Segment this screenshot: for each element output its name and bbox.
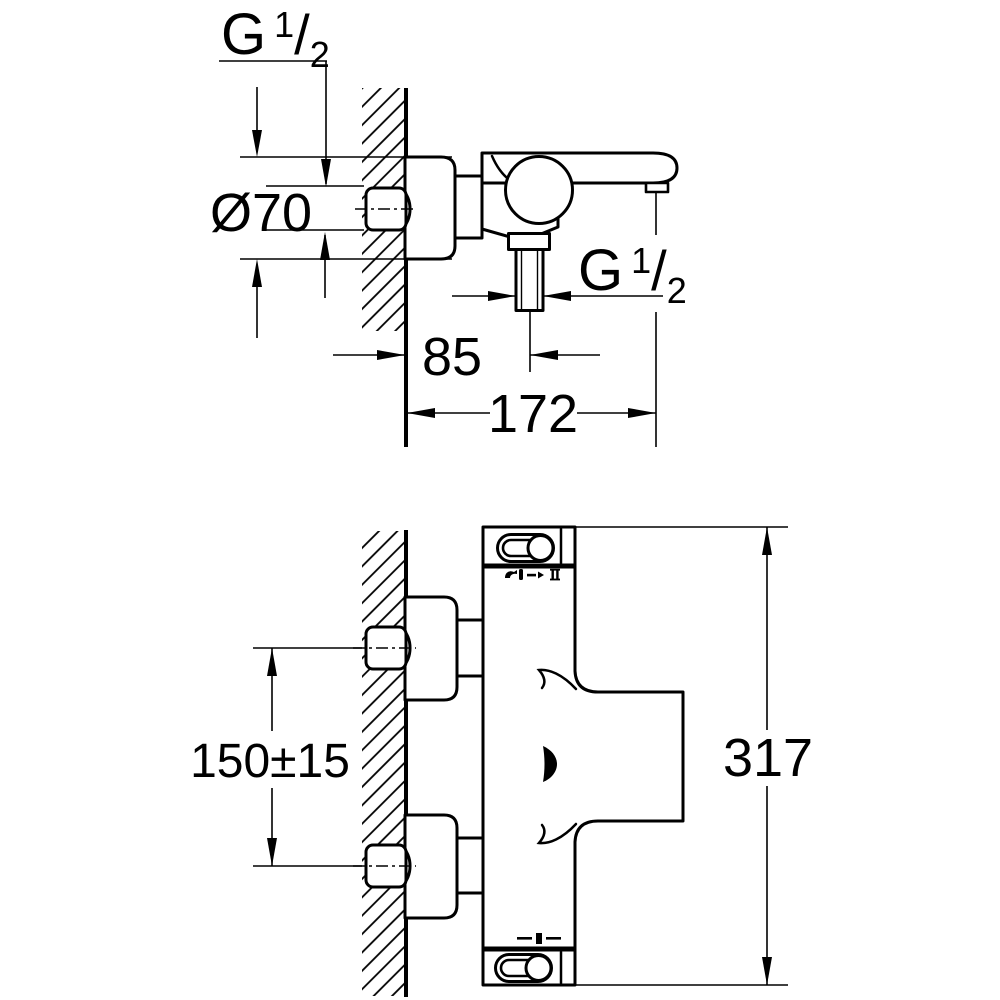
dimension-overall-width: 317 [575, 526, 813, 986]
body-fillet-lower [536, 822, 578, 845]
inlet-step-lower [455, 836, 486, 895]
dimension-172: 172 [407, 312, 657, 447]
plan-view: 150±15 317 [190, 525, 813, 997]
wall-section-hatch [362, 88, 408, 447]
dia70-label: Ø70 [210, 183, 312, 243]
inlet-flange-upper [403, 595, 459, 702]
body-fillet-upper [536, 668, 578, 691]
dimension-inlet-spacing: 150±15 [190, 647, 416, 867]
dimension-escutcheon-diameter: Ø70 [210, 87, 452, 338]
cartridge-dome [504, 155, 574, 225]
top-cap [483, 527, 575, 569]
thermostat-body [481, 525, 685, 987]
dimension-85: 85 [333, 312, 600, 387]
body-step [453, 174, 484, 240]
diverter-icons [505, 568, 560, 581]
bottom-cap [483, 946, 575, 985]
outlet-tube [514, 248, 545, 312]
d172-label: 172 [488, 384, 578, 444]
escutcheon [403, 155, 457, 261]
wall-union-nut [355, 186, 416, 232]
d85-label: 85 [422, 327, 482, 387]
drop-mark [543, 746, 557, 782]
inlet-flange-lower [403, 813, 459, 920]
d317-label: 317 [723, 728, 813, 788]
mousseur [644, 181, 670, 194]
outlet-collar [507, 232, 551, 251]
temperature-marker-icon [517, 933, 561, 944]
d150-label: 150±15 [190, 735, 350, 788]
wall-section-hatch-2 [362, 530, 408, 997]
inlet-step-upper [455, 618, 486, 678]
